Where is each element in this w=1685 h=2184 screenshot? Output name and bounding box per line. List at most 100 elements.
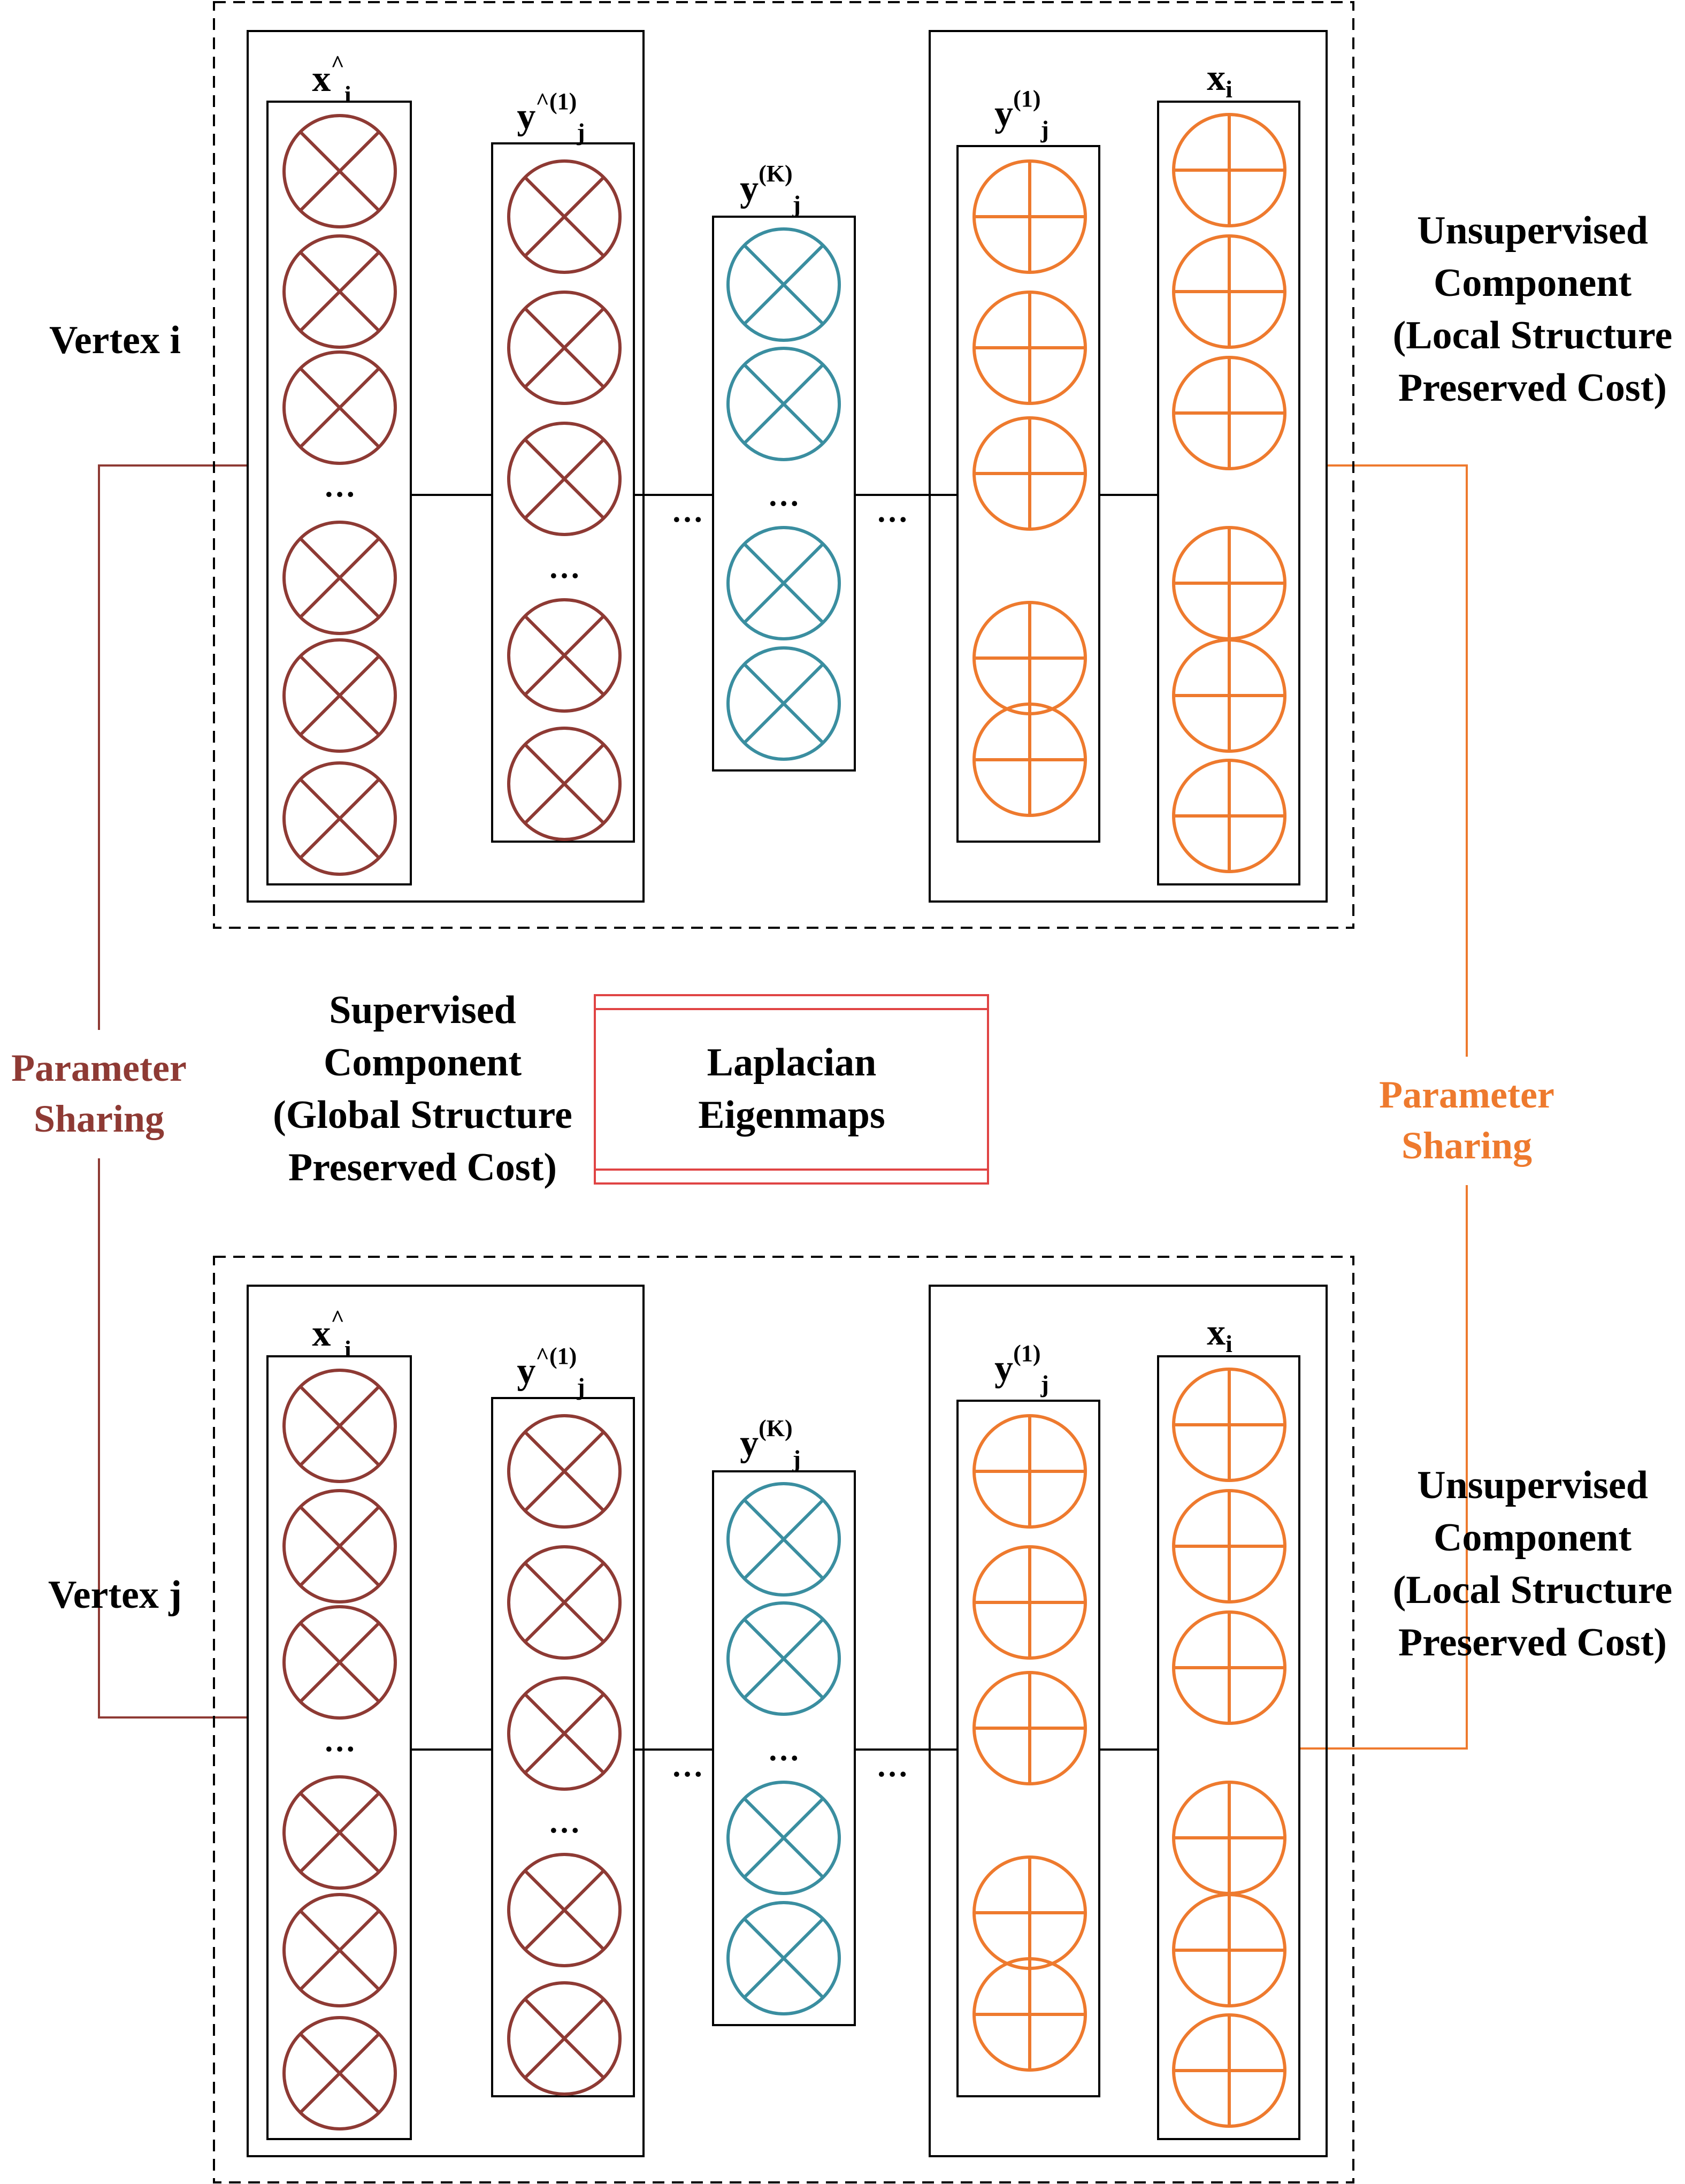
autoencoder-dashed-frame bbox=[213, 1, 1354, 929]
plus-circle-icon bbox=[972, 601, 1087, 715]
x-column-header: xi bbox=[1207, 57, 1232, 103]
yk-column-header: y(K)j bbox=[740, 1415, 801, 1472]
cross-circle-icon bbox=[726, 646, 841, 761]
cross-circle-icon bbox=[507, 1853, 622, 1967]
node-circle bbox=[507, 1981, 622, 2096]
plus-circle-icon bbox=[1172, 2013, 1286, 2128]
unsupervised-component-line: Preserved Cost) bbox=[1398, 366, 1667, 410]
yk-column-box bbox=[712, 1470, 856, 2026]
parameter-sharing-right-mask bbox=[1359, 1057, 1583, 1185]
node-stroke bbox=[524, 1998, 605, 2079]
node-stroke bbox=[743, 663, 824, 744]
yhat1-column-box bbox=[491, 1397, 635, 2097]
xhat-column-header: x^i bbox=[312, 1305, 351, 1363]
node-stroke bbox=[524, 1562, 605, 1643]
xhat-column-box bbox=[266, 101, 412, 885]
cross-circle-icon bbox=[282, 1893, 397, 2007]
cross-circle-icon bbox=[507, 598, 622, 713]
node-circle bbox=[282, 1893, 397, 2007]
cross-circle-icon bbox=[282, 638, 397, 753]
plus-circle-icon bbox=[1172, 638, 1286, 753]
node-stroke bbox=[299, 655, 380, 736]
node-stroke bbox=[743, 1618, 824, 1699]
plus-circle-icon bbox=[972, 1957, 1087, 2072]
plus-circle-icon bbox=[1172, 759, 1286, 873]
yhat1-column-header: y^(1)j bbox=[517, 1343, 585, 1400]
plus-circle-icon bbox=[972, 159, 1087, 274]
node-circle bbox=[726, 227, 841, 342]
node-stroke bbox=[743, 1499, 824, 1580]
node-stroke bbox=[524, 176, 605, 257]
y1-column-header: y(1)j bbox=[994, 86, 1049, 143]
cross-circle-icon bbox=[282, 1369, 397, 1483]
unsupervised-component-line: Preserved Cost) bbox=[1398, 1621, 1667, 1664]
plus-circle-icon bbox=[1172, 1489, 1286, 1603]
plus-circle-icon bbox=[1172, 1368, 1286, 1482]
node-circle bbox=[507, 1414, 622, 1529]
plus-circle-icon bbox=[1172, 1610, 1286, 1725]
cross-circle-icon bbox=[507, 1414, 622, 1529]
parameter-sharing-left-label: Sharing bbox=[34, 1097, 164, 1140]
node-stroke bbox=[524, 307, 605, 388]
node-circle bbox=[282, 638, 397, 753]
node-stroke bbox=[299, 2033, 380, 2114]
node-circle bbox=[282, 1775, 397, 1890]
node-stroke bbox=[299, 778, 380, 859]
ellipsis-text: … bbox=[324, 1723, 356, 1758]
cross-circle-icon bbox=[726, 1601, 841, 1716]
node-circle bbox=[282, 1369, 397, 1483]
node-circle bbox=[507, 1545, 622, 1660]
ellipsis-text: … bbox=[548, 1804, 580, 1839]
cross-circle-icon bbox=[726, 1781, 841, 1895]
node-circle bbox=[726, 646, 841, 761]
unsupervised-component-line: Unsupervised bbox=[1417, 209, 1648, 253]
node-stroke bbox=[299, 251, 380, 332]
yhat1-column-box bbox=[491, 142, 635, 843]
plus-circle-icon bbox=[1172, 113, 1286, 227]
xhat-column-header: x^i bbox=[312, 51, 351, 108]
yhat1-column-header: y^(1)j bbox=[517, 88, 585, 146]
plus-circle-icon bbox=[972, 416, 1087, 531]
plus-circle-icon bbox=[972, 1545, 1087, 1660]
supervised-component-label: Supervised Component (Global Structure P… bbox=[273, 988, 572, 1189]
autoencoder-dashed-frame bbox=[213, 1256, 1354, 2183]
node-stroke bbox=[299, 1792, 380, 1873]
ellipsis-text: … bbox=[548, 549, 580, 585]
cross-circle-icon bbox=[282, 1605, 397, 1720]
node-circle bbox=[507, 159, 622, 274]
plus-circle-icon bbox=[1172, 1781, 1286, 1895]
cross-circle-icon bbox=[726, 1901, 841, 2015]
decoder-outer-box bbox=[929, 1285, 1328, 2157]
node-circle bbox=[282, 350, 397, 465]
y1-column-header: y(1)j bbox=[994, 1340, 1049, 1398]
x-column-box bbox=[1157, 1355, 1300, 2140]
node-stroke bbox=[524, 1693, 605, 1774]
ellipsis-text: … bbox=[671, 493, 703, 529]
cross-circle-icon bbox=[507, 159, 622, 274]
node-stroke bbox=[299, 367, 380, 448]
node-circle bbox=[726, 1901, 841, 2015]
vertex-label: Vertex i bbox=[49, 318, 181, 362]
encoder-outer-box bbox=[247, 1285, 645, 2157]
node-circle bbox=[507, 727, 622, 841]
node-stroke bbox=[299, 1622, 380, 1703]
supervised-line: Component bbox=[324, 1041, 522, 1085]
node-stroke bbox=[524, 743, 605, 824]
vertex-i-autoencoder-block: x^iy^(1)jy(K)jy(1)jxi……………Vertex iUnsupe… bbox=[49, 1, 1672, 929]
plus-circle-icon bbox=[972, 1855, 1087, 1970]
xhat-column-box bbox=[266, 1355, 412, 2140]
node-circle bbox=[282, 2016, 397, 2130]
plus-circle-icon bbox=[972, 702, 1087, 817]
parameter-sharing-right-label: Parameter bbox=[1379, 1073, 1554, 1116]
cross-circle-icon bbox=[507, 422, 622, 536]
node-stroke bbox=[299, 1910, 380, 1991]
node-circle bbox=[282, 234, 397, 349]
plus-circle-icon bbox=[972, 1671, 1087, 1785]
node-stroke bbox=[743, 1797, 824, 1878]
cross-circle-icon bbox=[282, 521, 397, 635]
node-stroke bbox=[743, 363, 824, 445]
x-column-header: xi bbox=[1207, 1312, 1232, 1357]
cross-circle-icon bbox=[507, 1676, 622, 1791]
decoder-outer-box bbox=[929, 30, 1328, 903]
